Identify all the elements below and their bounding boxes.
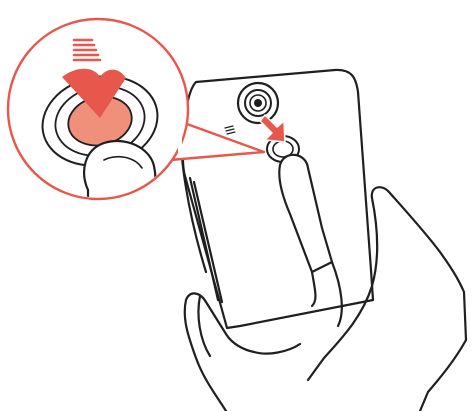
enlarged-finger-icon (84, 141, 155, 200)
camera-icon (238, 83, 278, 123)
